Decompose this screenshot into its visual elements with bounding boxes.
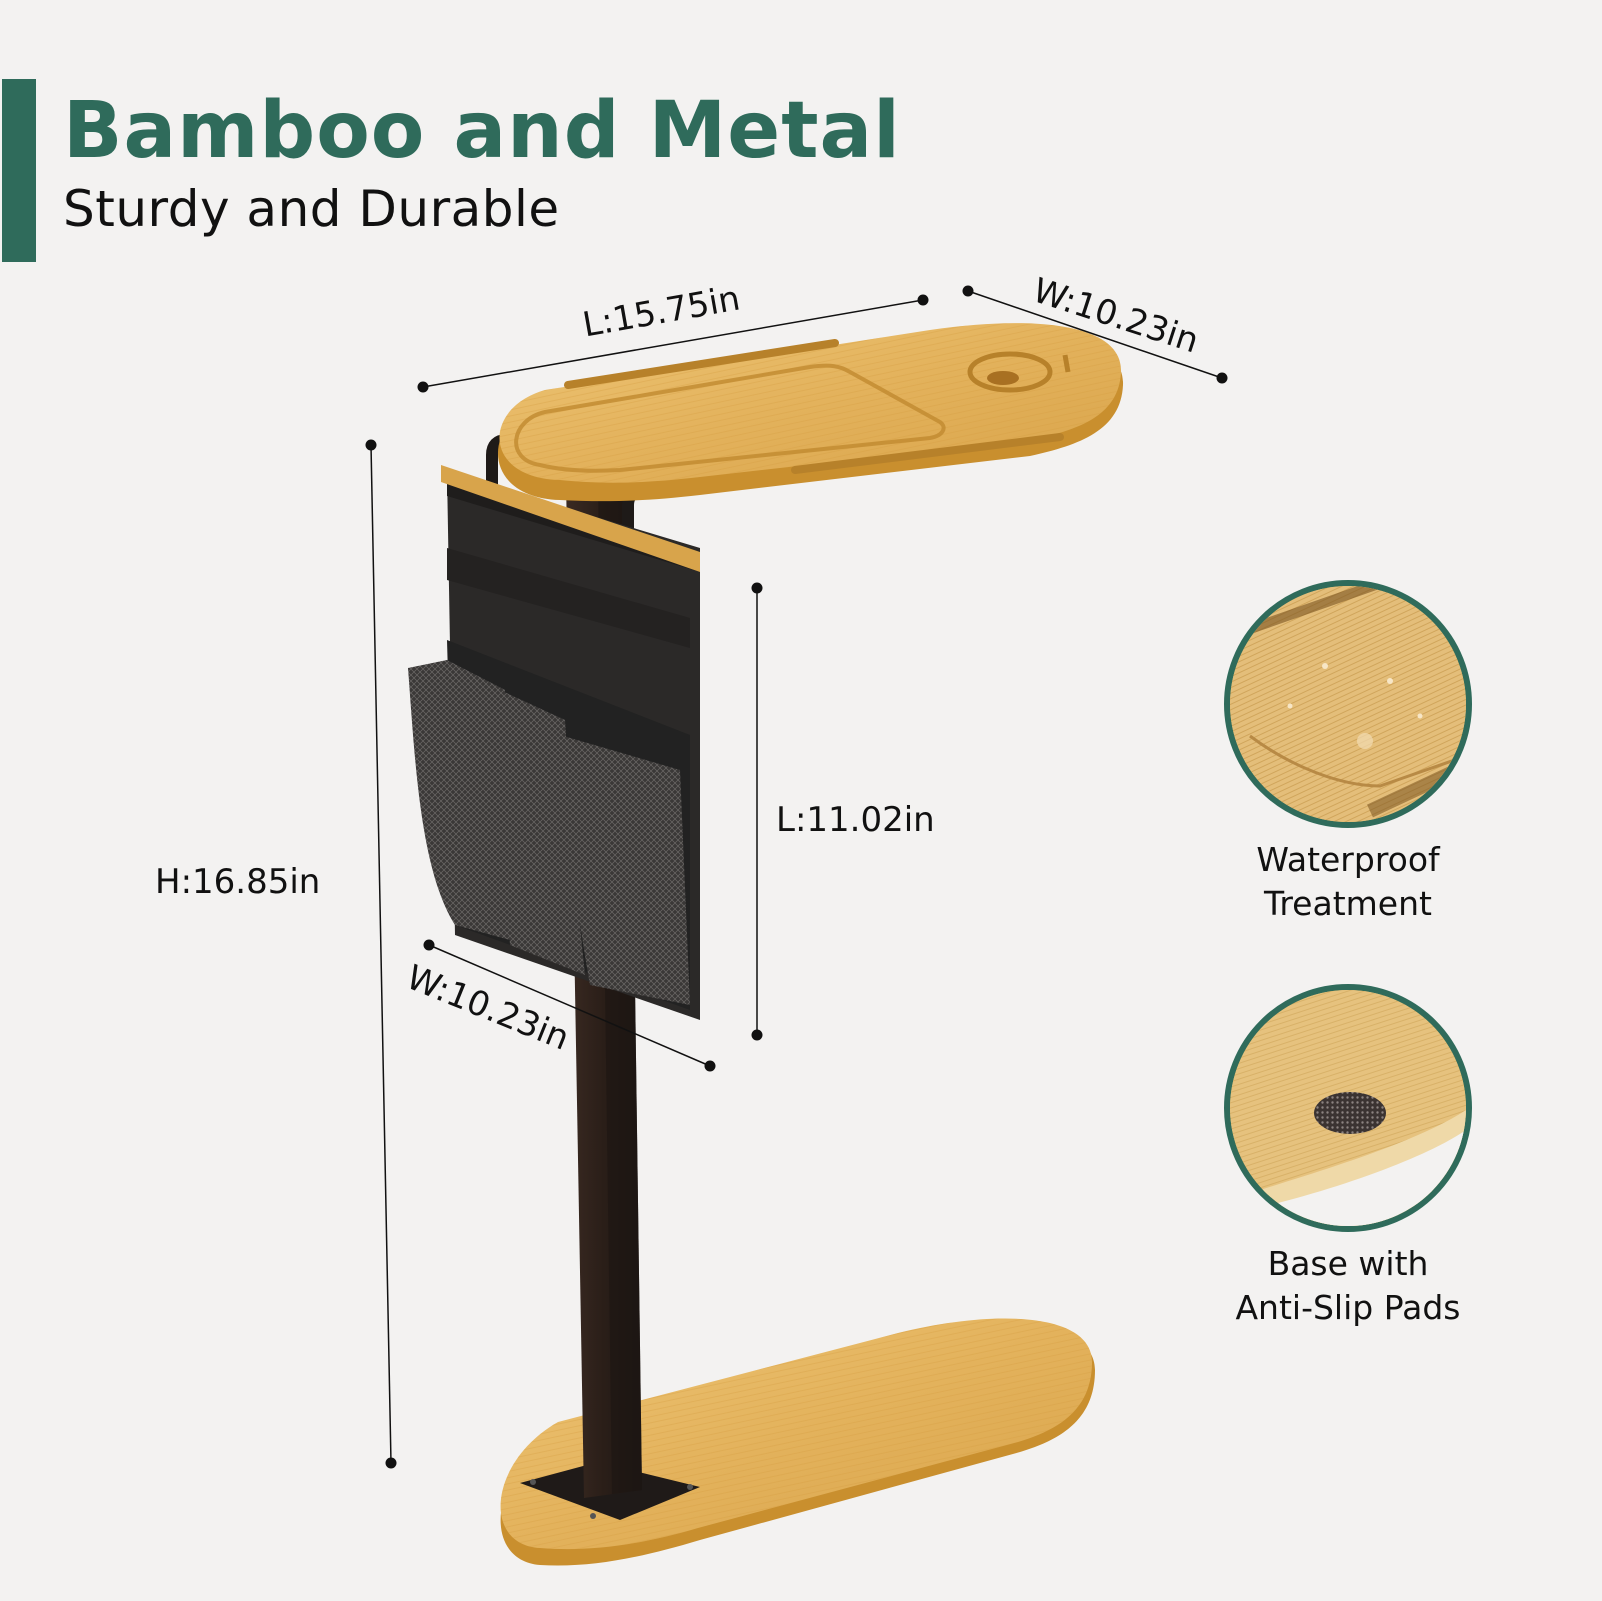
- page-subtitle: Sturdy and Durable: [63, 180, 560, 238]
- feature-anti-slip: Base with Anti-Slip Pads: [1188, 984, 1508, 1330]
- bamboo-surface-closeup-icon: [1224, 580, 1472, 828]
- tabletop: [497, 323, 1124, 502]
- dimension-lines: [370, 290, 1223, 1464]
- dimension-endpoints: [365, 285, 1228, 1469]
- page-title: Bamboo and Metal: [63, 86, 901, 176]
- feature-caption: Waterproof Treatment: [1256, 840, 1440, 923]
- feature-waterproof: Waterproof Treatment: [1198, 580, 1498, 926]
- anti-slip-pad-closeup-icon: [1224, 984, 1472, 1232]
- dimension-height: H:16.85in: [155, 862, 321, 902]
- storage-pocket: [408, 465, 700, 1020]
- accent-bar: [2, 79, 36, 262]
- feature-caption: Base with Anti-Slip Pads: [1235, 1244, 1461, 1327]
- dimension-pocket-length: L:11.02in: [776, 800, 935, 840]
